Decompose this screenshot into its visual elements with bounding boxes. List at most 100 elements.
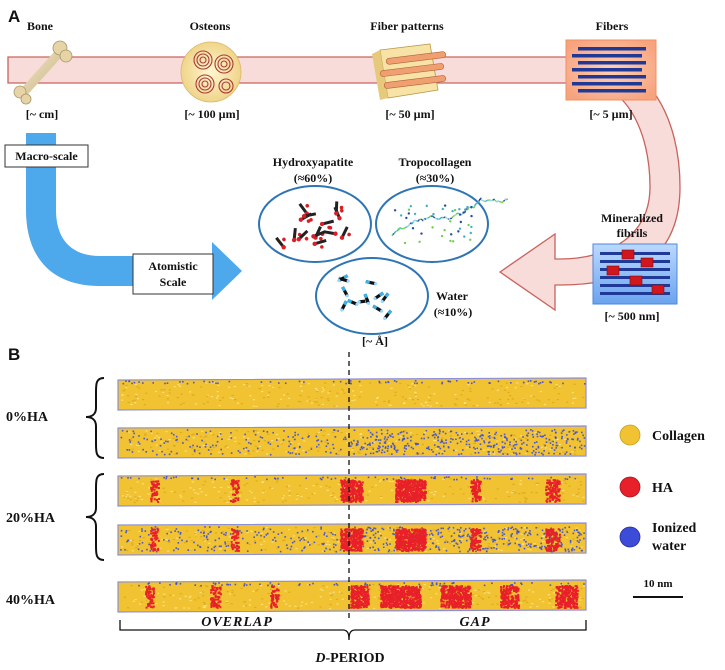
scale-bar-label: 10 nm <box>643 578 672 590</box>
brace-20ha <box>85 473 105 561</box>
panel-a-label: A <box>8 7 20 26</box>
tropocollagen-molecules <box>391 197 509 245</box>
tropocollagen-bond <box>503 199 506 202</box>
water-molecule <box>347 298 359 306</box>
water-molecule <box>383 309 393 321</box>
legend-swatch-water <box>619 526 641 548</box>
tropocollagen-atom <box>399 214 403 217</box>
tropocollagen-atom <box>449 233 453 236</box>
tropocollagen-atom <box>458 213 462 216</box>
scale-fibers: [~ 5 µm] <box>589 107 632 121</box>
atomistic-scale-box: Atomistic Scale <box>132 253 214 295</box>
tropocollagen-bond <box>402 227 405 230</box>
ha-molecule <box>275 236 286 250</box>
water-molecule <box>365 280 378 286</box>
tropocollagen-atom <box>443 228 446 232</box>
tropocollagen-bond <box>505 198 509 201</box>
tropocollagen-atom <box>418 240 421 244</box>
tropocollagen-bond <box>455 212 458 215</box>
group-label-40ha: 40%HA <box>6 593 56 608</box>
tropocollagen-bond <box>494 199 497 202</box>
water-molecule <box>340 300 348 312</box>
ha-molecule <box>312 238 327 249</box>
tropocollagen-bond <box>468 206 470 209</box>
strip-0%HA-2 <box>117 425 587 459</box>
tropocollagen-pct: (≈30%) <box>416 171 455 185</box>
tropocollagen-ellipse <box>375 185 489 263</box>
svg-text:Macro-scale: Macro-scale <box>15 149 78 163</box>
collagen-strips <box>117 377 587 613</box>
tropocollagen-atom <box>420 232 423 235</box>
mineralized-fibrils-icon <box>592 243 678 305</box>
tropocollagen-bond <box>412 219 416 223</box>
tropocollagen-atom <box>397 228 400 231</box>
fibers-icon <box>565 39 657 101</box>
tropocollagen-atom <box>411 227 415 230</box>
ha-molecule <box>296 229 309 242</box>
panel-b-label: B <box>8 345 20 364</box>
stage-label-bone: Bone <box>27 19 54 33</box>
tropocollagen-atom <box>409 204 413 208</box>
fiber-patterns-icon <box>372 43 447 100</box>
fibrils-label: fibrils <box>617 226 648 240</box>
tropocollagen-bond <box>489 199 492 202</box>
tropocollagen-atom <box>453 208 457 212</box>
tropocollagen-bond <box>432 216 436 219</box>
overlap-label: OVERLAP <box>201 615 273 630</box>
tropocollagen-atom <box>425 204 428 208</box>
tropocollagen-bond <box>482 199 485 202</box>
ha-molecule <box>334 201 344 216</box>
tropocollagen-atom <box>467 223 470 227</box>
tropocollagen-atom <box>466 205 469 209</box>
tropocollagen-bond <box>454 214 457 217</box>
water-label: Water <box>436 289 469 303</box>
tropocollagen-bond <box>425 217 429 220</box>
mineralized-scale: [~ 500 nm] <box>605 309 660 323</box>
tropocollagen-bond <box>399 227 402 230</box>
ha-molecule <box>311 230 326 241</box>
tropocollagen-bond <box>451 215 454 219</box>
tropocollagen-atom <box>449 239 452 243</box>
tropocollagen-atom <box>451 209 454 213</box>
scale-fiber-patterns: [~ 50 µm] <box>385 107 434 121</box>
svg-text:Atomistic: Atomistic <box>148 259 198 273</box>
tropocollagen-atom <box>470 225 473 229</box>
water-molecule <box>372 304 384 313</box>
tropocollagen-atom <box>457 230 460 233</box>
tropocollagen-atom <box>458 227 462 230</box>
tropocollagen-bond <box>430 215 433 218</box>
ha-molecule <box>339 226 351 240</box>
osteons-icon <box>180 41 242 103</box>
stage-label-fiber-patterns: Fiber patterns <box>370 19 444 33</box>
brace-0ha <box>85 377 105 459</box>
stage-label-fibers: Fibers <box>596 19 629 33</box>
tropocollagen-bond <box>434 217 437 220</box>
macro-scale-box: Macro-scale <box>4 144 89 168</box>
tropocollagen-atom <box>469 231 472 235</box>
tropocollagen-atom <box>462 211 465 214</box>
tropocollagen-bond <box>414 219 417 222</box>
tropocollagen-bond <box>444 216 448 219</box>
tropocollagen-atom <box>441 207 445 211</box>
ha-molecule <box>319 219 335 230</box>
hydroxyapatite-label: Hydroxyapatite <box>273 155 354 169</box>
scale-osteons: [~ 100 µm] <box>184 107 239 121</box>
ha-molecule <box>301 212 317 222</box>
hydroxyapatite-molecules <box>275 201 351 250</box>
tropocollagen-bond <box>420 218 423 221</box>
legend-label-water-2: water <box>652 539 686 554</box>
tropocollagen-bond <box>392 233 395 236</box>
tropocollagen-atom <box>458 207 461 211</box>
water-molecule <box>373 291 385 301</box>
group-label-20ha: 20%HA <box>6 511 56 526</box>
tropocollagen-bond <box>485 199 488 202</box>
tropocollagen-atom <box>407 212 411 215</box>
d-period-brace <box>119 620 587 641</box>
strip-20%HA-1 <box>117 473 587 507</box>
tropocollagen-bond <box>443 216 446 219</box>
strip-20%HA-2 <box>117 522 587 556</box>
tropocollagen-bond <box>417 219 420 222</box>
tropocollagen-bond <box>467 207 470 211</box>
tropocollagen-atom <box>443 204 447 207</box>
